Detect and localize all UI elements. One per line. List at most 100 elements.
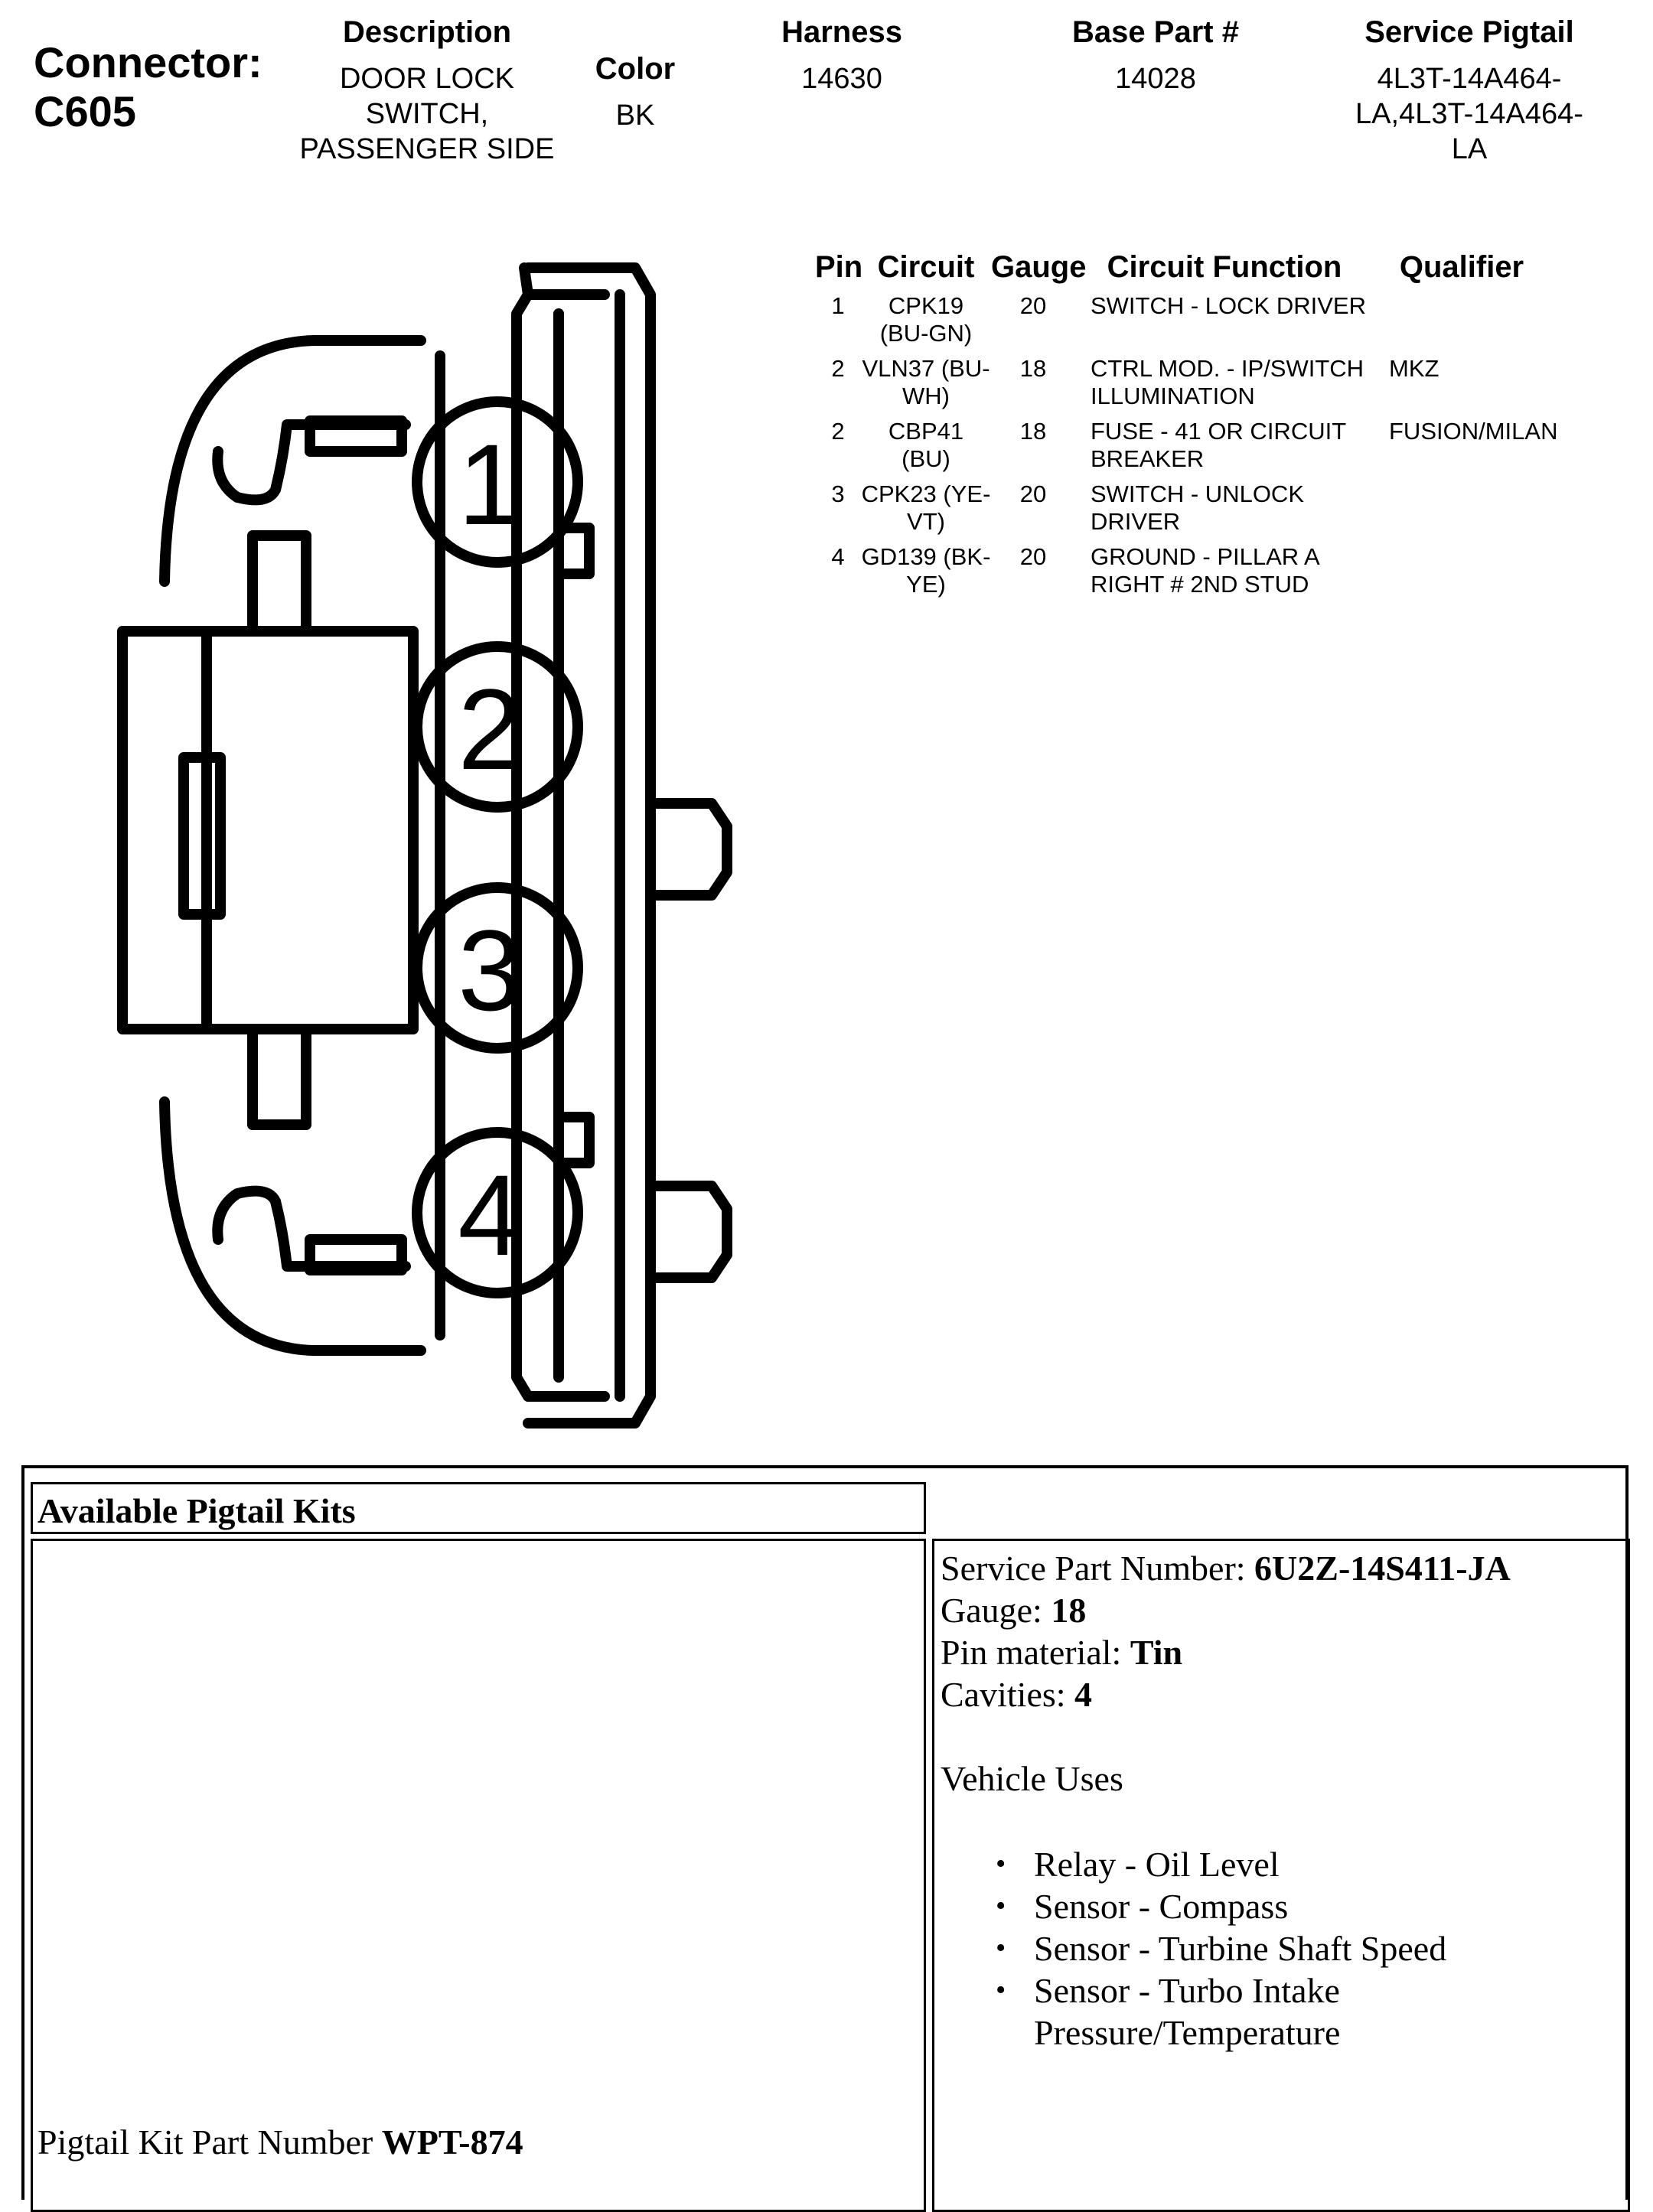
pin-cavity-3 (412, 882, 583, 1054)
harness-value: 14630 (801, 63, 882, 95)
gauge-header: Gauge (991, 250, 1087, 284)
service-part-label: Service Part Number: (941, 1549, 1246, 1588)
latch-post-bottom (247, 1024, 311, 1130)
vehicle-use-item: Relay - Oil Level (941, 1843, 1622, 1885)
service-part-value: 6U2Z-14S411-JA (1254, 1549, 1511, 1588)
pin-table-header: Pin Circuit Gauge Circuit Function Quali… (815, 243, 1642, 285)
gauge-line: Gauge: 18 (941, 1589, 1622, 1631)
housing-outline-bottom (159, 1096, 426, 1356)
circuit-cell: GD139 (BK-YE) (861, 543, 991, 598)
kit-right-cell: Service Part Number: 6U2Z-14S411-JA Gaug… (932, 1539, 1630, 2212)
pin-material-value: Tin (1130, 1633, 1183, 1672)
gauge-value: 18 (1051, 1591, 1087, 1630)
circuit-cell: CBP41 (BU) (888, 418, 964, 472)
cavities-label: Cavities: (941, 1675, 1066, 1714)
kit-title-cell: Available Pigtail Kits (31, 1482, 926, 1534)
vehicle-use-item: Sensor - Compass (941, 1885, 1622, 1927)
function-cell: SWITCH - LOCK DRIVER (1091, 292, 1366, 319)
pin-cavity-1 (412, 396, 583, 568)
pin-cell: 2 (831, 418, 845, 445)
gauge-cell: 20 (1019, 543, 1047, 570)
key-lower (645, 1181, 732, 1283)
description-value: DOOR LOCK SWITCH, PASSENGER SIDE (299, 63, 555, 165)
cavities-value: 4 (1074, 1675, 1093, 1714)
function-cell: GROUND - PILLAR A RIGHT # 2ND STUD (1091, 543, 1319, 598)
latch-arm-bottom (212, 1185, 411, 1272)
pin-table: Pin Circuit Gauge Circuit Function Quali… (815, 243, 1642, 598)
qualifier-cell (1389, 481, 1565, 536)
pin-cavity-2 (412, 641, 583, 813)
qualifier-header: Qualifier (1399, 250, 1524, 284)
pin-table-body: 1 CPK19 (BU-GN) 20 SWITCH - LOCK DRIVER 2 VLN… (815, 292, 1642, 598)
cavities-line: Cavities: 4 (941, 1673, 1622, 1715)
color-value: BK (615, 99, 655, 132)
kit-details: Service Part Number: 6U2Z-14S411-JA Gaug… (941, 1547, 1622, 2054)
pin-cell: 4 (831, 543, 845, 570)
pin-number-1: 1 (458, 420, 521, 549)
pin-table-row: 2 VLN37 (BU-WH) 18 CTRL MOD. - IP/SWITCH IL… (815, 355, 1642, 410)
pin-number-2: 2 (458, 665, 521, 793)
notch-1 (553, 523, 595, 579)
kit-part-value: WPT-874 (381, 2122, 523, 2162)
base-part-value: 14028 (1115, 63, 1196, 95)
clip-bottom (305, 1234, 407, 1275)
pigtail-kit-table: Available Pigtail Kits Pigtail Kit Part … (21, 1465, 1630, 2212)
vehicle-uses-list: Relay - Oil Level Sensor - Compass Senso… (941, 1843, 1622, 2054)
pin-cell: 1 (831, 292, 845, 319)
pin-cell: 3 (831, 481, 845, 507)
clip-top (305, 415, 407, 457)
pin-table-row: 2 CBP41 (BU) 18 FUSE - 41 OR CIRCUIT BREAKE… (815, 418, 1642, 473)
base-part-label: Base Part # (1072, 15, 1239, 49)
kit-title: Available Pigtail Kits (37, 1491, 356, 1530)
key-upper (645, 798, 732, 901)
circuit-cell: CPK19 (BU-GN) (879, 292, 973, 347)
qualifier-cell (1389, 543, 1565, 598)
gauge-cell: 18 (1019, 355, 1047, 382)
circuit-cell: CPK23 (YE-VT) (861, 481, 991, 535)
notch-2 (553, 1112, 595, 1168)
kit-left-cell: Pigtail Kit Part Number WPT-874 (31, 1539, 926, 2212)
pin-number-4: 4 (458, 1151, 521, 1279)
circuit-cell: VLN37 (BU-WH) (862, 355, 990, 409)
function-cell: CTRL MOD. - IP/SWITCH ILLUMINATION (1091, 355, 1364, 409)
description-label: Description (342, 15, 512, 49)
pin-material-line: Pin material: Tin (941, 1631, 1622, 1673)
vehicle-uses-label: Vehicle Uses (941, 1759, 1123, 1798)
connector-title: Connector: C605 (34, 38, 262, 136)
rail-outer (511, 262, 610, 1402)
pin-cavity-4 (412, 1127, 583, 1298)
vehicle-use-item: Sensor - Turbo Intake Pressure/Temperatu… (941, 1969, 1462, 2054)
pin-material-label: Pin material: (941, 1633, 1122, 1672)
function-header: Circuit Function (1107, 250, 1342, 284)
kit-part-label: Pigtail Kit Part Number (37, 2122, 373, 2162)
connector-diagram: 1 2 3 4 (117, 262, 732, 1429)
latch-post-top (247, 530, 311, 637)
housing-outline-top (159, 335, 426, 587)
function-cell: FUSE - 41 OR CIRCUIT BREAKER (1091, 418, 1346, 472)
service-pigtail-label: Service Pigtail (1364, 15, 1574, 49)
latch-arm-top (212, 419, 411, 506)
latch-slot (178, 752, 226, 920)
housing-body (117, 626, 419, 1034)
rail-edge (523, 262, 656, 1429)
circuit-header: Circuit (877, 250, 975, 284)
pin-number-3: 3 (458, 906, 521, 1034)
gauge-cell: 20 (1019, 292, 1047, 319)
pin-table-row: 4 GD139 (BK-YE) 20 GROUND - PILLAR A RIGHT … (815, 543, 1642, 598)
pin-header: Pin (815, 250, 863, 284)
function-cell: SWITCH - UNLOCK DRIVER (1091, 481, 1304, 535)
pin-table-row: 1 CPK19 (BU-GN) 20 SWITCH - LOCK DRIVER (815, 292, 1642, 347)
vehicle-use-item: Sensor - Turbine Shaft Speed (941, 1927, 1622, 1969)
gauge-cell: 20 (1019, 481, 1047, 507)
kit-part-number: Pigtail Kit Part Number WPT-874 (37, 2121, 523, 2163)
connector-label: Connector: (34, 38, 262, 86)
gauge-label: Gauge: (941, 1591, 1042, 1630)
harness-label: Harness (781, 15, 902, 49)
service-part-line: Service Part Number: 6U2Z-14S411-JA (941, 1547, 1622, 1589)
color-label: Color (595, 52, 676, 86)
qualifier-cell: FUSION/MILAN (1389, 418, 1558, 445)
connector-id: C605 (34, 87, 136, 135)
pin-cell: 2 (831, 355, 845, 382)
pin-table-row: 3 CPK23 (YE-VT) 20 SWITCH - UNLOCK DRIVER (815, 481, 1642, 536)
gauge-cell: 18 (1019, 418, 1047, 445)
